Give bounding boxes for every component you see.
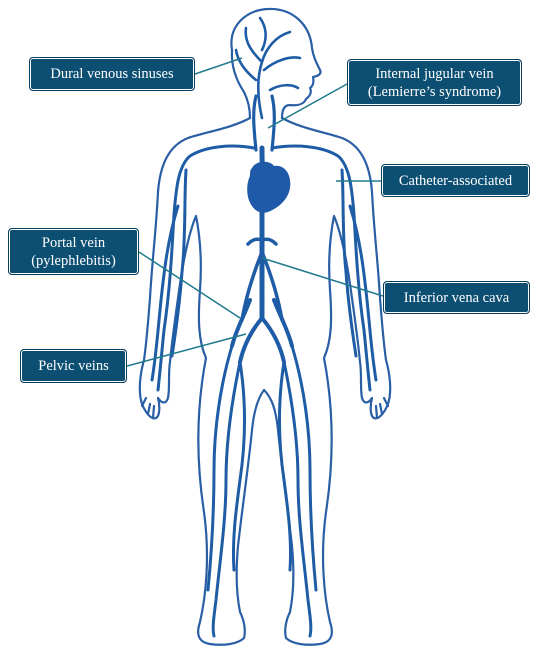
label-ijv-line2: (Lemierre’s syndrome) [367, 83, 502, 100]
label-portal-line2: (pylephlebitis) [31, 252, 116, 269]
label-portal-line1: Portal vein [41, 234, 106, 251]
label-ijv-line1: Internal jugular vein [375, 65, 494, 82]
label-catheter-text: Catheter-associated [398, 172, 513, 189]
internal-jugular-vein-left [252, 94, 258, 152]
renal-veins [246, 237, 278, 246]
pointer-portal [138, 251, 241, 319]
left-leg-veins [206, 344, 246, 638]
right-hand-fingers [374, 396, 390, 420]
label-catheter-associated: Catheter-associated [381, 164, 530, 197]
left-arm-veins [150, 144, 256, 392]
label-dural-venous-sinuses: Dural venous sinuses [29, 57, 195, 91]
label-dural-text: Dural venous sinuses [50, 66, 174, 82]
veins [150, 16, 378, 638]
pelvic-veins [230, 298, 294, 364]
label-ivc-text: Inferior vena cava [403, 289, 510, 306]
label-internal-jugular-vein: Internal jugular vein (Lemierre’s syndro… [347, 59, 522, 106]
pointer-dural [194, 57, 243, 75]
pointer-ivc [261, 257, 384, 297]
label-inferior-vena-cava: Inferior vena cava [383, 281, 530, 314]
dural-sinus-veins [234, 16, 302, 120]
internal-jugular-vein-right [270, 94, 276, 152]
pointer-ijv [267, 83, 348, 129]
body-outline [138, 7, 392, 646]
label-portal-vein: Portal vein (pylephlebitis) [8, 228, 139, 275]
pointer-lines [126, 57, 384, 367]
back-of-head-outline [230, 48, 252, 120]
head-outline [230, 7, 322, 120]
body-left-outline [138, 116, 266, 646]
right-arm-veins [270, 144, 378, 392]
body-right-outline [262, 116, 392, 646]
left-hand-fingers [140, 396, 156, 420]
right-leg-veins [278, 344, 318, 638]
heart [247, 161, 291, 213]
label-pelvic-veins: Pelvic veins [20, 349, 127, 383]
label-pelvic-text: Pelvic veins [38, 358, 109, 374]
pointer-pelvic [126, 333, 247, 367]
